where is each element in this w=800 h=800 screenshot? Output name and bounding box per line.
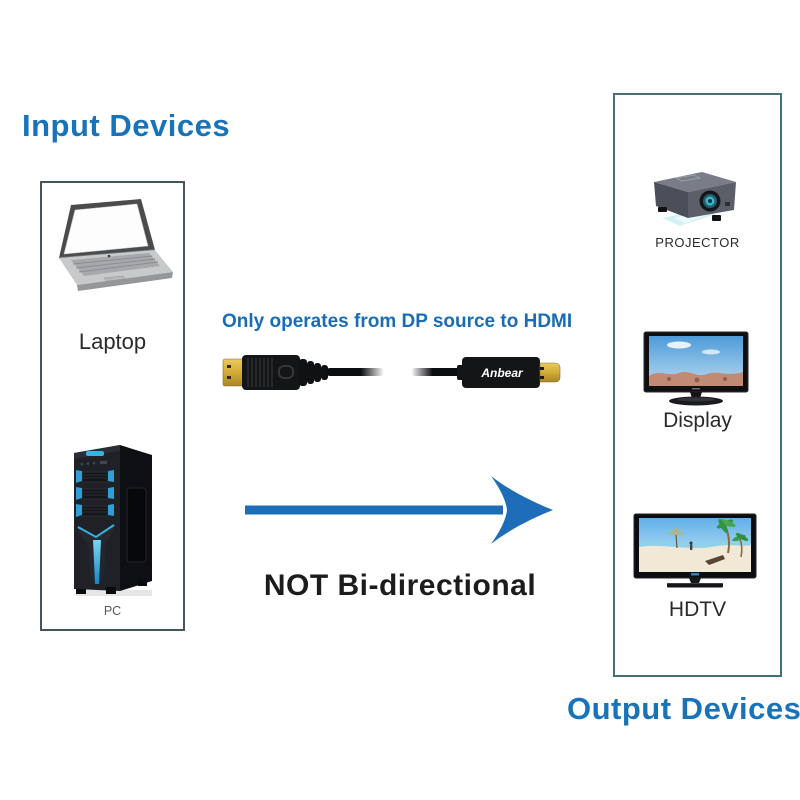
direction-note: NOT Bi-directional [263, 569, 537, 602]
cable-brand-label: Anbear [480, 366, 524, 380]
hdtv-label: HDTV [668, 598, 727, 621]
output-devices-title: Output Devices [567, 691, 800, 726]
right-arrow-icon [245, 476, 553, 544]
projector-icon [654, 172, 736, 226]
laptop-label: Laptop [78, 329, 147, 354]
display-icon [643, 331, 749, 406]
laptop-icon [58, 199, 173, 291]
projector-label: PROJECTOR [655, 235, 740, 250]
dp-to-hdmi-cable-icon: Anbear [222, 355, 561, 390]
input-devices-box: Laptop [40, 181, 185, 631]
display-label: Display [663, 409, 732, 432]
output-devices-box: PROJECTOR Display [613, 93, 782, 677]
cable-caption: Only operates from DP source to HDMI [222, 311, 573, 332]
pc-tower-icon [74, 445, 152, 596]
hdtv-icon [633, 513, 757, 588]
input-devices-title: Input Devices [22, 108, 231, 143]
pc-label: PC [103, 604, 122, 618]
